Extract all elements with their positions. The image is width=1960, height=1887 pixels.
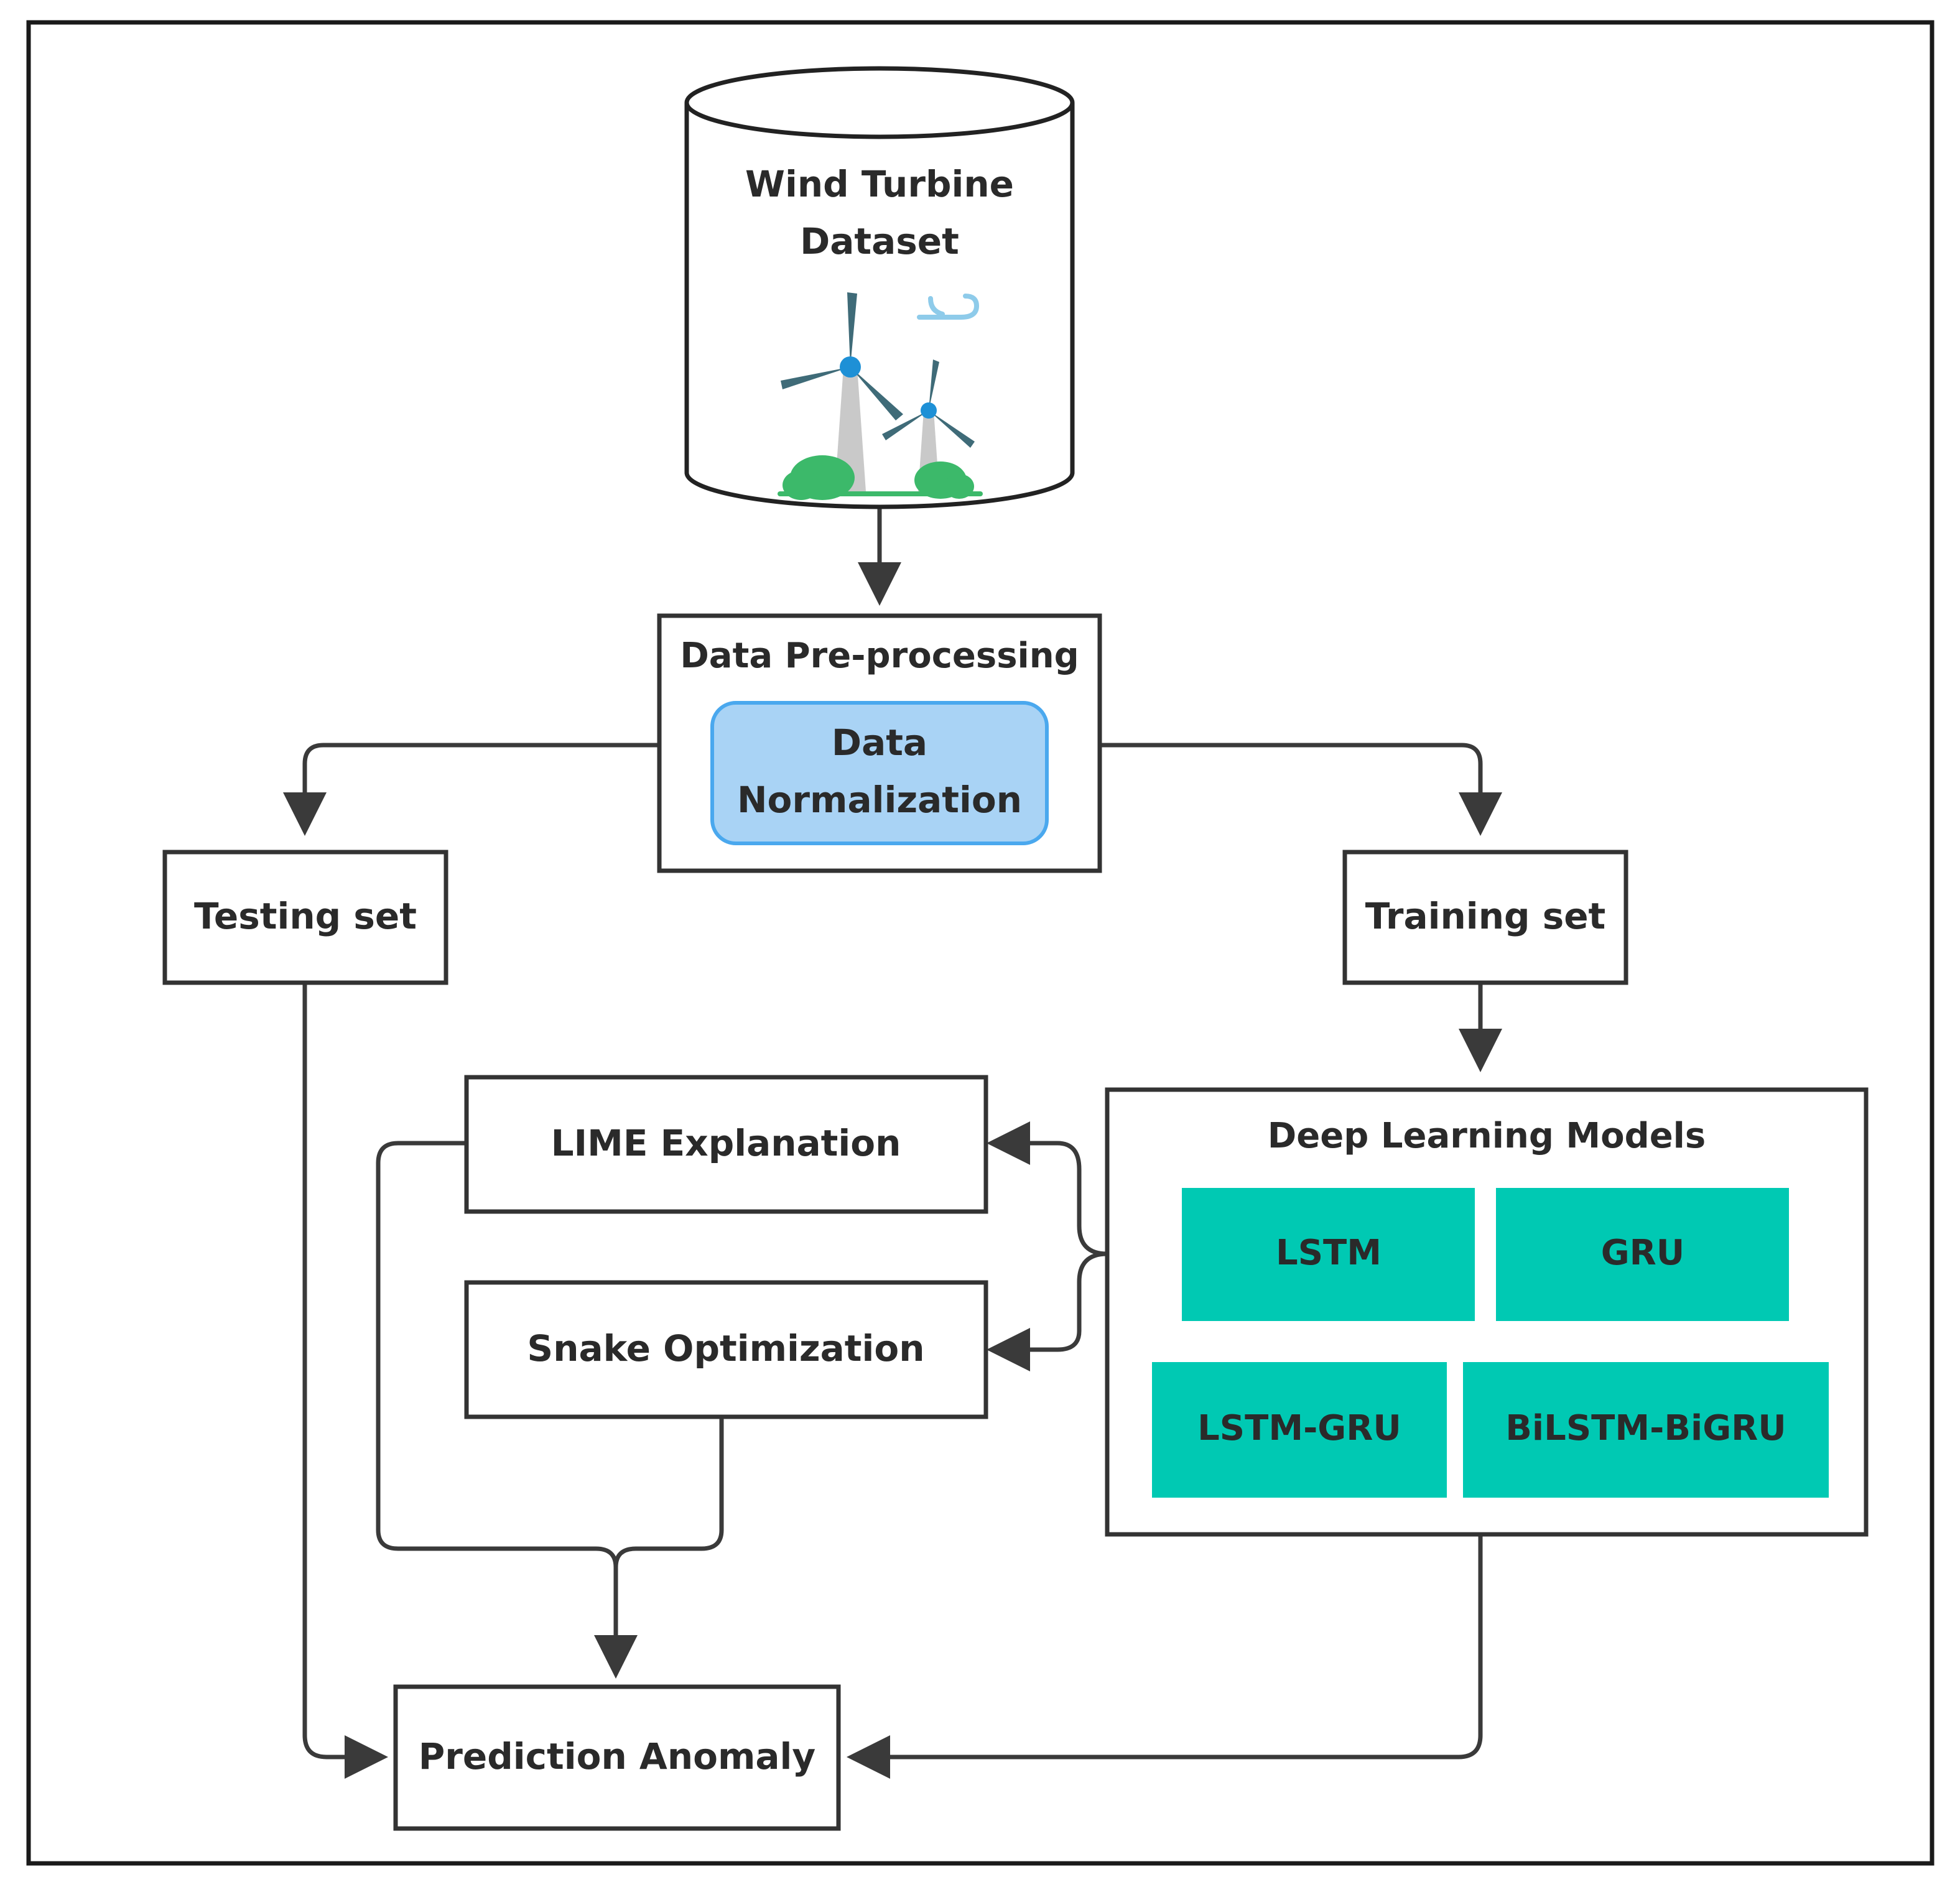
normalization-line1: Data: [832, 721, 927, 764]
lime-box: LIME Explanation: [464, 1075, 988, 1214]
arrow-testing-to-prediction: [302, 980, 388, 1779]
model-gru: [1493, 1185, 1791, 1324]
snake-box: Snake Optimization: [464, 1280, 988, 1419]
cylinder-body: [684, 103, 1075, 509]
arrow-preprocessing-to-training: [1097, 743, 1502, 836]
model-bilstm-bigru-label: BiLSTM-BiGRU: [1505, 1408, 1786, 1449]
model-lstm-gru-label: LSTM-GRU: [1197, 1408, 1401, 1449]
normalization-box: [710, 701, 1049, 845]
prediction-label: Prediction Anomaly: [419, 1735, 815, 1778]
connectors: [283, 501, 1502, 1779]
prediction-box: Prediction Anomaly: [393, 1684, 841, 1831]
arrow-lime-to-prediction: [376, 1141, 618, 1570]
wind-icon: [917, 294, 980, 320]
deep-learning-title: Deep Learning Models: [1268, 1116, 1706, 1156]
dataset-title-line1: Wind Turbine: [745, 163, 1014, 205]
lime-label: LIME Explanation: [551, 1122, 901, 1164]
outer-frame: [26, 20, 1934, 1866]
dataset-cylinder: Wind Turbine Dataset: [684, 66, 1075, 509]
arrow-lstm-to-lime: [987, 1121, 1183, 1256]
testing-set-label: Testing set: [194, 895, 417, 937]
dataset-title-line2: Dataset: [800, 220, 959, 262]
model-bilstm-bigru: [1461, 1360, 1831, 1500]
model-lstm: [1179, 1185, 1477, 1324]
turbine-hub-small: [921, 402, 937, 419]
arrow-snake-to-prediction: [594, 1416, 724, 1679]
model-lstm-gru: [1150, 1360, 1449, 1500]
deep-learning-box: Deep Learning Models LSTM GRU LSTM-GRU B…: [1105, 1087, 1869, 1537]
model-gru-label: GRU: [1601, 1233, 1685, 1273]
training-set-label: Training set: [1365, 895, 1606, 937]
training-set-box: Training set: [1342, 850, 1628, 985]
arrow-preprocessing-to-testing: [283, 743, 662, 836]
preprocessing-title: Data Pre-processing: [680, 636, 1079, 676]
preprocessing-box: Data Pre-processing Data Normalization: [657, 613, 1102, 873]
arrow-lstm-to-snake: [987, 1251, 1110, 1371]
ground-line: [778, 491, 983, 496]
arrow-deeplearning-to-prediction: [847, 1534, 1483, 1779]
turbine-hub-large: [840, 356, 861, 378]
normalization-line2: Normalization: [737, 779, 1022, 821]
testing-set-box: Testing set: [162, 850, 448, 985]
wind-turbine-icon: [778, 292, 983, 500]
model-lstm-label: LSTM: [1276, 1233, 1382, 1273]
snake-label: Snake Optimization: [527, 1327, 924, 1370]
cylinder-top: [684, 66, 1075, 139]
